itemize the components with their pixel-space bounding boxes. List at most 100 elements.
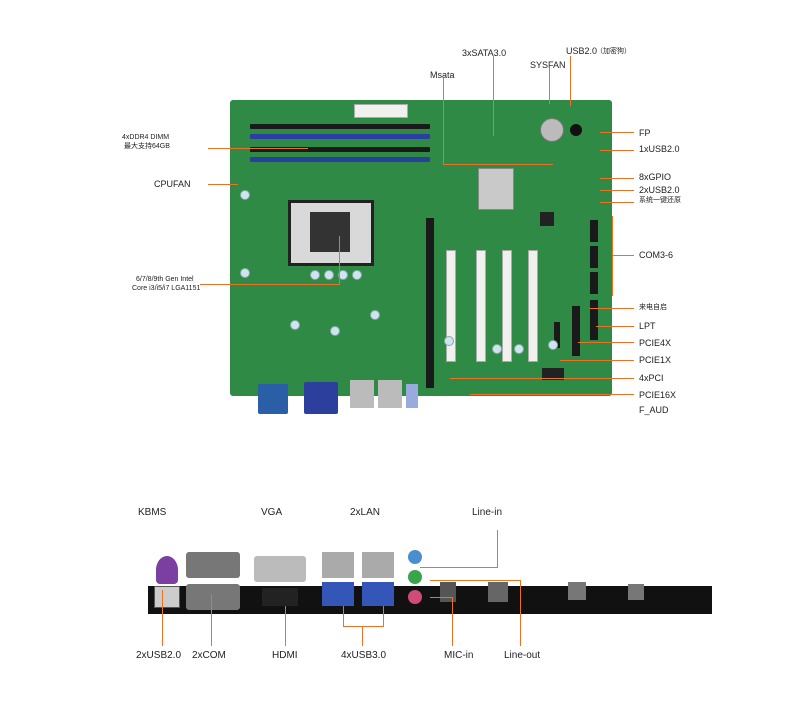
cpufan-label: CPUFAN xyxy=(154,179,191,189)
usb20-label: USB2.0 xyxy=(566,46,598,56)
capacitor xyxy=(492,344,502,354)
leader-line xyxy=(520,580,521,646)
pcie16x-slot xyxy=(426,218,434,388)
capacitor xyxy=(444,336,454,346)
component xyxy=(628,584,644,600)
leader-line xyxy=(600,178,634,179)
pcie4x-slot xyxy=(572,306,580,356)
chip xyxy=(540,212,554,226)
leader-line xyxy=(578,342,634,343)
linein-label: Line-in xyxy=(472,507,503,518)
rear-io-lan xyxy=(378,380,402,408)
cpu-socket-center xyxy=(310,212,350,252)
buzzer xyxy=(570,124,582,136)
leader-line xyxy=(560,360,634,361)
com36-label: COM3-6 xyxy=(639,250,674,260)
pci-slot xyxy=(476,250,486,362)
pci-slot xyxy=(528,250,538,362)
leader-line xyxy=(362,626,363,646)
io-pcb-edge xyxy=(148,586,712,614)
pcie1x-label: PCIE1X xyxy=(639,355,672,365)
leader-line xyxy=(600,190,634,191)
rear-io-com-blue xyxy=(258,384,288,414)
leader-line xyxy=(452,597,453,646)
usb30-port xyxy=(322,582,354,606)
rear-io-audio xyxy=(406,384,418,408)
leader-line xyxy=(285,606,286,646)
leader-line xyxy=(443,164,553,165)
usb20-port xyxy=(154,586,180,608)
kbms-port xyxy=(156,556,178,584)
capacitor xyxy=(338,270,348,280)
gpio-label: 8xGPIO xyxy=(639,172,672,182)
dimm-label-1: 4xDDR4 DIMM xyxy=(122,134,170,141)
leader-line xyxy=(339,236,340,284)
leader-line xyxy=(211,594,212,646)
usb30-label: 4xUSB3.0 xyxy=(341,650,387,661)
leader-line xyxy=(430,597,452,598)
capacitor xyxy=(324,270,334,280)
leader-line xyxy=(596,326,634,327)
lan-port xyxy=(362,552,394,578)
leader-line xyxy=(600,202,634,203)
leader-line xyxy=(383,606,384,626)
rear-io-vga-blue xyxy=(304,382,338,414)
msata-label: Msata xyxy=(430,70,455,80)
com-port xyxy=(186,552,240,578)
leader-line xyxy=(570,56,571,106)
leader-line xyxy=(590,308,634,309)
lineout-label: Line-out xyxy=(504,650,541,661)
leader-line xyxy=(430,580,520,581)
usb20-note-label: （加密狗） xyxy=(596,48,631,55)
lpt-label: LPT xyxy=(639,321,656,331)
lan-label: 2xLAN xyxy=(350,507,381,518)
usb20-1x-label: 1xUSB2.0 xyxy=(639,144,680,154)
leader-line xyxy=(162,590,163,646)
vga-label: VGA xyxy=(261,507,283,518)
com-port xyxy=(186,584,240,610)
usb20-bottom-label: 2xUSB2.0 xyxy=(136,650,182,661)
dimm-slot xyxy=(250,157,430,162)
capacitor xyxy=(548,340,558,350)
capacitor xyxy=(370,310,380,320)
capacitor xyxy=(290,320,300,330)
audio-jack-green xyxy=(408,570,422,584)
dimm-slot xyxy=(250,147,430,152)
usb20-2x-label: 2xUSB2.0 xyxy=(639,185,680,195)
component xyxy=(440,582,456,602)
motherboard-top-view xyxy=(230,100,612,418)
leader-line xyxy=(497,530,498,568)
atx-power-connector xyxy=(354,104,408,118)
capacitor xyxy=(240,268,250,278)
rear-io-lan xyxy=(350,380,374,408)
fp-label: FP xyxy=(639,128,651,138)
leader-line xyxy=(343,606,344,626)
rear-io-view xyxy=(148,540,712,616)
leader-line xyxy=(612,255,634,256)
sata-label: 3xSATA3.0 xyxy=(462,48,507,58)
kbms-label: KBMS xyxy=(138,507,167,518)
leader-line xyxy=(470,394,634,395)
leader-line xyxy=(443,78,444,164)
cmos-battery xyxy=(540,118,564,142)
pcie16x-label: PCIE16X xyxy=(639,390,677,400)
leader-line xyxy=(208,184,238,185)
capacitor xyxy=(310,270,320,280)
pcie4x-label: PCIE4X xyxy=(639,338,672,348)
pci-slot xyxy=(446,250,456,362)
com-label: 2xCOM xyxy=(192,650,226,661)
capacitor xyxy=(240,190,250,200)
dimm-label-2: 最大支持64GB xyxy=(124,143,170,150)
leader-line xyxy=(493,56,494,136)
leader-line xyxy=(200,284,340,285)
leader-line xyxy=(612,216,613,296)
lpt-header xyxy=(590,300,598,340)
audio-jack-blue xyxy=(408,550,422,564)
vga-port xyxy=(254,556,306,582)
audio-jack-pink xyxy=(408,590,422,604)
leader-line xyxy=(343,626,384,627)
lan-port xyxy=(322,552,354,578)
dimm-slot xyxy=(250,124,430,129)
pcie1x-slot xyxy=(554,322,560,348)
component xyxy=(568,582,586,600)
